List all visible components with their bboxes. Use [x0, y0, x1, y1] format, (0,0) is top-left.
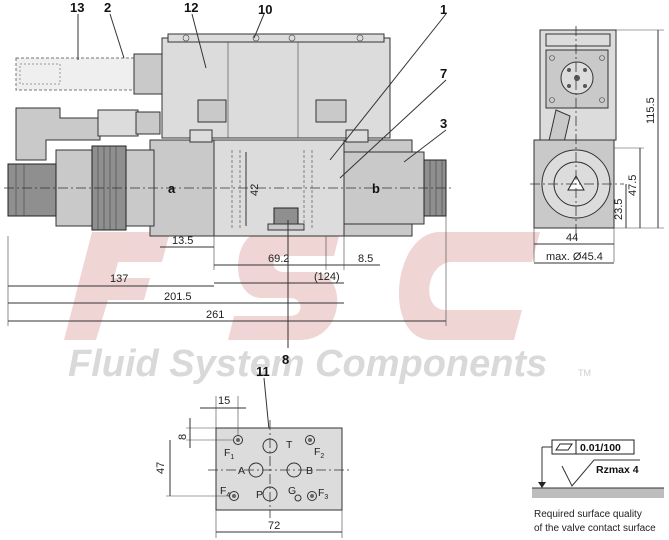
end-view-dimensions: 115.5 47.5 23.5 44 max. Ø45.4: [533, 29, 664, 264]
dim-69-2: 69.2: [268, 253, 289, 265]
port-hole-b: [286, 462, 302, 478]
dim-23-5: 23.5: [613, 199, 625, 220]
dim-42: 42: [249, 184, 261, 196]
side-view-dimensions: 42 13.5 69.2 8.5 (124) 137 201.5 261: [7, 152, 447, 326]
port-pattern-view: [208, 420, 350, 518]
dim-13-5: 13.5: [172, 235, 193, 247]
callout-1: 1: [440, 2, 447, 17]
port-label-p: P: [256, 489, 263, 501]
callout-12: 12: [184, 0, 198, 15]
dim-115-5: 115.5: [645, 97, 657, 124]
terminal-cover: [161, 37, 391, 139]
port-label-t: T: [286, 439, 293, 451]
dim-137: 137: [110, 273, 128, 285]
callout-3: 3: [440, 116, 447, 131]
dim-8-5: 8.5: [358, 253, 373, 265]
callout-13: 13: [70, 0, 84, 15]
dim-47-5: 47.5: [627, 175, 639, 196]
surface-quality-spec: 0.01/100 Rzmax 4 Required surface qualit…: [532, 439, 664, 534]
watermark-company: Fluid System Components: [68, 343, 547, 385]
callout-leaders: [77, 13, 447, 441]
roughness-spec: Rzmax 4: [596, 464, 639, 476]
flatness-tolerance: 0.01/100: [580, 442, 621, 454]
dim-15: 15: [218, 395, 230, 407]
dim-261: 261: [206, 309, 224, 321]
port-label-a: A: [238, 465, 245, 477]
callout-8: 8: [282, 352, 289, 367]
callout-11: 11: [256, 364, 270, 379]
callout-2: 2: [104, 0, 111, 15]
port-pattern-dimensions: 15 8 47 72: [155, 395, 343, 538]
surface-caption-line1: Required surface quality: [534, 509, 642, 520]
port-hole-g: [294, 494, 302, 502]
port-label-f2: F2: [314, 446, 324, 460]
port-label-g: G: [288, 485, 296, 497]
port-hole-f2: [305, 435, 315, 445]
dim-124: (124): [314, 271, 340, 283]
cable-elbow: [15, 107, 101, 161]
port-label-f3: F3: [318, 487, 328, 501]
dim-8: 8: [177, 434, 189, 440]
port-hole-f3: [307, 491, 317, 501]
dim-47-ports: 47: [155, 462, 167, 474]
port-hole-a: [248, 462, 264, 478]
port-hole-p: [262, 486, 278, 502]
side-view: a b: [4, 33, 452, 237]
callout-7: 7: [440, 66, 447, 81]
port-hole-t: [262, 438, 278, 454]
port-labels: F1 T F2 A B F4 P G F3: [220, 439, 328, 501]
port-label-b: B: [306, 465, 313, 477]
port-label-f4: F4: [220, 485, 230, 499]
dim-44: 44: [566, 232, 578, 244]
dim-72: 72: [268, 520, 280, 532]
surface-caption-line2: of the valve contact surface: [534, 523, 656, 534]
solenoid-label-b: b: [372, 181, 380, 196]
port-label-f1: F1: [224, 447, 234, 461]
cover-top-lip: [167, 33, 385, 43]
solenoid-label-a: a: [168, 181, 176, 196]
dim-max-diameter: max. Ø45.4: [546, 251, 603, 263]
watermark-trademark: TM: [578, 368, 591, 378]
callout-10: 10: [258, 2, 272, 17]
dim-201-5: 201.5: [164, 291, 192, 303]
end-view: [530, 26, 624, 240]
